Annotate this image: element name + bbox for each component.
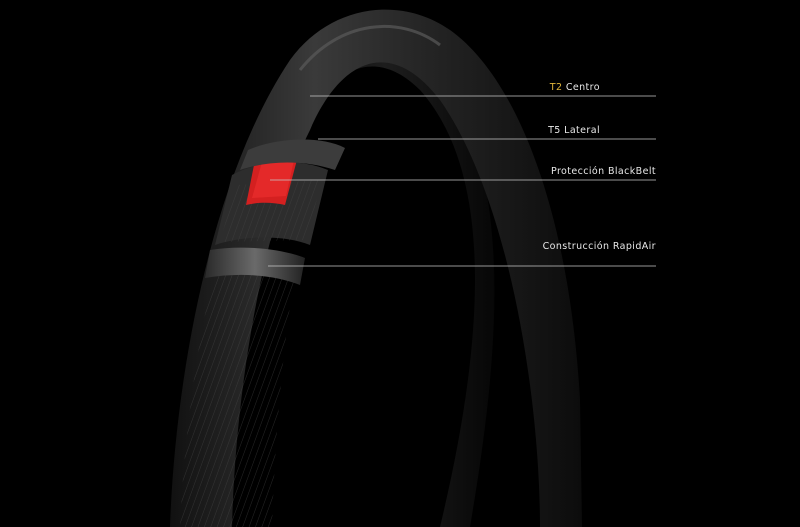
- tire-casing-texture: [180, 270, 295, 527]
- callout-label-t2-text: Centro: [562, 82, 600, 93]
- callout-label-t5-lateral: T5 Lateral: [548, 125, 600, 136]
- blackbelt-highlight: [252, 160, 294, 198]
- tread-highlight: [298, 25, 441, 71]
- callout-label-blackbelt: Protección BlackBelt: [550, 166, 656, 177]
- callout-label-t2-prefix: T2: [549, 82, 563, 93]
- casing-weave: [220, 180, 322, 242]
- callout-label-rapidair: Construcción RapidAir: [542, 241, 656, 252]
- t5-lateral-band: [240, 139, 345, 170]
- callout-label-t2-centro: T2 Centro: [550, 82, 600, 93]
- rapidair-layer: [205, 247, 305, 285]
